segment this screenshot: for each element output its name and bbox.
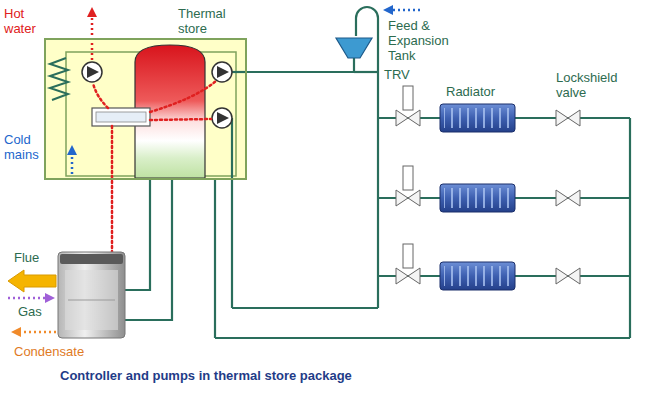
trv-head [403, 166, 413, 190]
radiator [440, 262, 515, 290]
pipe [231, 118, 233, 308]
control-signal [93, 83, 108, 108]
pipe [125, 180, 172, 320]
pipe [232, 71, 247, 73]
pipe [354, 71, 378, 73]
pipe [232, 307, 378, 309]
tank-shape [336, 38, 372, 58]
radiator [440, 184, 515, 212]
condensate-arrow [16, 331, 56, 334]
feed-arrow [388, 9, 420, 12]
pump-symbol [217, 112, 229, 124]
lockshield-label: Lockshield valve [556, 70, 628, 100]
pipe [377, 72, 379, 308]
condensate-label: Condensate [14, 344, 84, 359]
boiler-top [60, 254, 123, 264]
boiler-seam [68, 300, 115, 301]
pump-symbol [217, 66, 229, 78]
controller-panel [96, 112, 146, 122]
trv-valve [396, 190, 420, 206]
radiator-label: Radiator [446, 84, 495, 99]
expansion-tank: Feed & Expansion Tank [336, 38, 372, 58]
trv-valve [396, 268, 420, 284]
pump-symbol [212, 108, 232, 128]
pipe [215, 337, 630, 339]
pipe [214, 180, 216, 338]
boiler-front [65, 270, 118, 330]
pipe-connector [247, 58, 354, 72]
hot-water-arrow [91, 12, 94, 60]
trv-head [403, 244, 413, 268]
gas-arrow [8, 297, 50, 300]
control-signal [111, 126, 114, 252]
cold-mains-label: Cold mains [4, 132, 44, 162]
pump-symbol [82, 62, 102, 82]
pump-symbol [212, 62, 232, 82]
tank-body [336, 38, 372, 58]
store-fill [44, 38, 247, 180]
pipe [125, 180, 150, 290]
boiler [58, 252, 125, 338]
control-signal [150, 119, 211, 120]
pipe [629, 118, 631, 338]
control-signal [150, 81, 216, 112]
lockshield-valve [556, 190, 580, 206]
gas-label: Gas [18, 304, 42, 319]
trv-label: TRV [384, 67, 410, 82]
hot-water-label: Hot water [4, 6, 44, 36]
heat-coil [50, 58, 68, 100]
radiator-fins [444, 266, 511, 286]
lockshield-valve [556, 268, 580, 284]
flue-label: Flue [14, 250, 39, 265]
caption: Controller and pumps in thermal store pa… [60, 368, 352, 383]
flue-arrow [8, 270, 56, 292]
radiator-fins [444, 188, 511, 208]
trv-valve [396, 110, 420, 126]
cold-mains-arrow [71, 150, 74, 174]
node-heading: Thermal store [178, 6, 240, 36]
node-heading: Feed & Expansion Tank [388, 18, 460, 63]
pump-symbol [87, 66, 99, 78]
controller [92, 108, 150, 126]
radiator-fins [444, 108, 511, 128]
thermal-store: Thermal store [44, 38, 247, 180]
radiator [440, 104, 515, 132]
lockshield-valve [556, 110, 580, 126]
trv-head [403, 86, 413, 110]
